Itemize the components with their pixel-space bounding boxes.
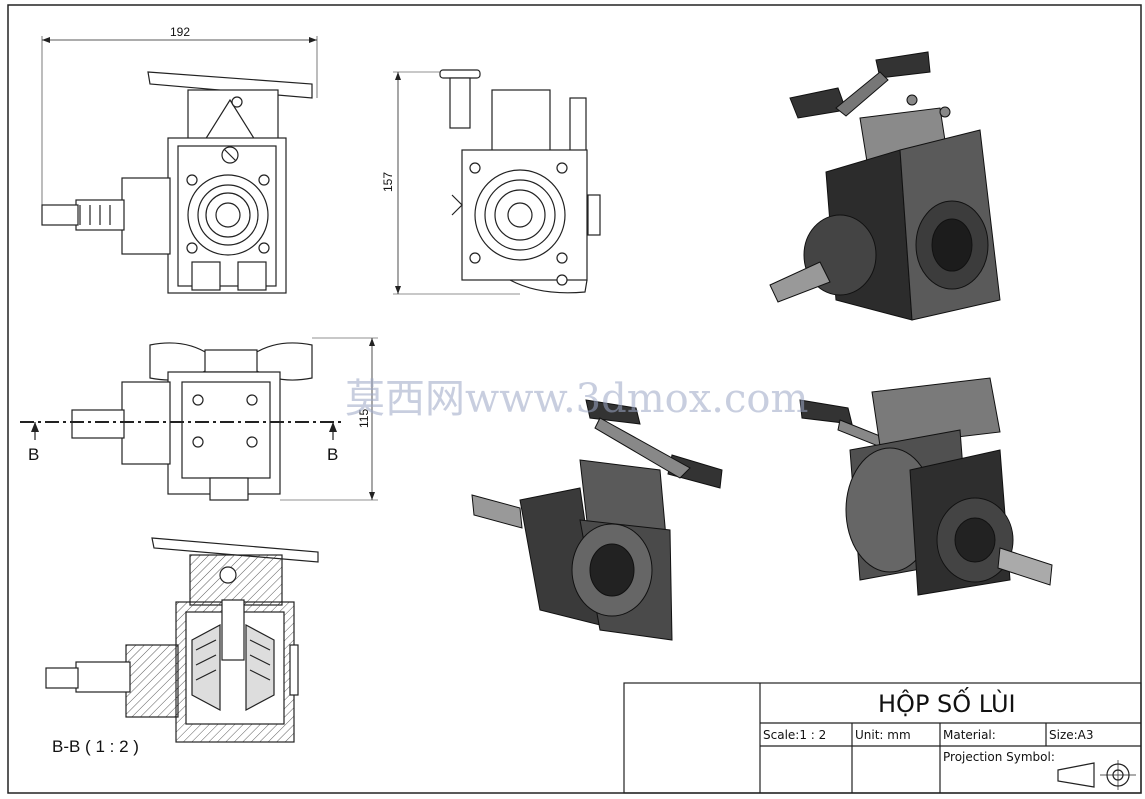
watermark: 莫西网www.3dmox.com <box>345 376 808 422</box>
title-block <box>623 682 1142 794</box>
tb-unit: Unit: mm <box>855 728 911 742</box>
projection-symbol-icon <box>1057 760 1136 790</box>
side-view <box>393 69 601 295</box>
front-view <box>41 36 318 294</box>
dim-width-top: 192 <box>170 25 190 39</box>
sheet-border <box>7 4 1142 794</box>
dim-height-side: 157 <box>381 172 395 192</box>
iso-view-bottom-right <box>799 377 1053 596</box>
section-caption: B-B ( 1 : 2 ) <box>52 737 139 756</box>
tb-scale: Scale:1 : 2 <box>763 728 826 742</box>
drawing-title: HỘP SỐ LÙI <box>878 686 1016 718</box>
tb-size: Size:A3 <box>1049 728 1094 742</box>
iso-view-bottom-center <box>471 399 723 641</box>
section-arrows <box>31 422 337 440</box>
top-view <box>71 337 378 501</box>
tb-projection: Projection Symbol: <box>943 750 1055 764</box>
section-view <box>45 537 319 743</box>
dim-height-mid: 115 <box>357 409 371 428</box>
section-marker-left: B <box>28 445 39 464</box>
section-marker-right: B <box>327 445 338 464</box>
tb-material: Material: <box>943 728 996 742</box>
iso-view-top-right <box>769 51 1001 321</box>
